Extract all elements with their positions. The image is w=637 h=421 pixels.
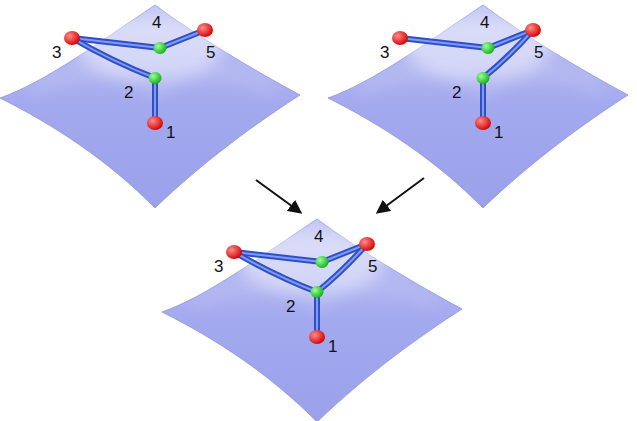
callout-number: 1 xyxy=(166,124,175,141)
arrow xyxy=(378,178,424,212)
callout-number: 2 xyxy=(452,84,461,101)
callout-number: 1 xyxy=(328,338,337,355)
atom xyxy=(64,31,80,45)
atom xyxy=(392,31,408,45)
callout-number: 4 xyxy=(314,228,323,245)
bond-highlight xyxy=(234,252,317,292)
bond xyxy=(483,30,533,78)
atom xyxy=(197,23,213,37)
bond-highlight xyxy=(400,38,488,48)
bond xyxy=(72,38,155,78)
atom xyxy=(149,72,162,84)
atom xyxy=(311,286,324,298)
atom xyxy=(226,245,242,259)
callout-number: 4 xyxy=(480,14,489,31)
callout-number: 3 xyxy=(214,258,223,275)
callout-number: 4 xyxy=(152,14,161,31)
atom xyxy=(525,23,541,37)
arrow xyxy=(256,180,300,212)
atom xyxy=(477,72,490,84)
surface-sheet xyxy=(328,5,628,208)
callout-number: 5 xyxy=(368,258,377,275)
callout-number: 5 xyxy=(206,44,215,61)
atom xyxy=(154,42,167,54)
surface-sheet xyxy=(162,219,462,421)
energy-surface xyxy=(162,219,462,421)
atom xyxy=(482,42,495,54)
energy-surface xyxy=(0,5,300,208)
energy-surface xyxy=(328,5,628,208)
callout-number: 2 xyxy=(286,298,295,315)
atom xyxy=(309,330,325,344)
callout-number: 5 xyxy=(534,44,543,61)
callout-number: 2 xyxy=(124,84,133,101)
atom xyxy=(359,237,375,251)
atom xyxy=(475,116,491,130)
callout-number: 1 xyxy=(494,124,503,141)
callout-number: 3 xyxy=(380,44,389,61)
bond xyxy=(400,38,488,48)
bond-highlight xyxy=(72,38,155,78)
bond xyxy=(317,244,367,292)
surface-sheet xyxy=(0,5,300,208)
atom xyxy=(316,256,329,268)
bond-highlight xyxy=(483,30,533,78)
callout-number: 3 xyxy=(52,44,61,61)
atom xyxy=(147,116,163,130)
bond xyxy=(234,252,317,292)
bond-highlight xyxy=(317,244,367,292)
